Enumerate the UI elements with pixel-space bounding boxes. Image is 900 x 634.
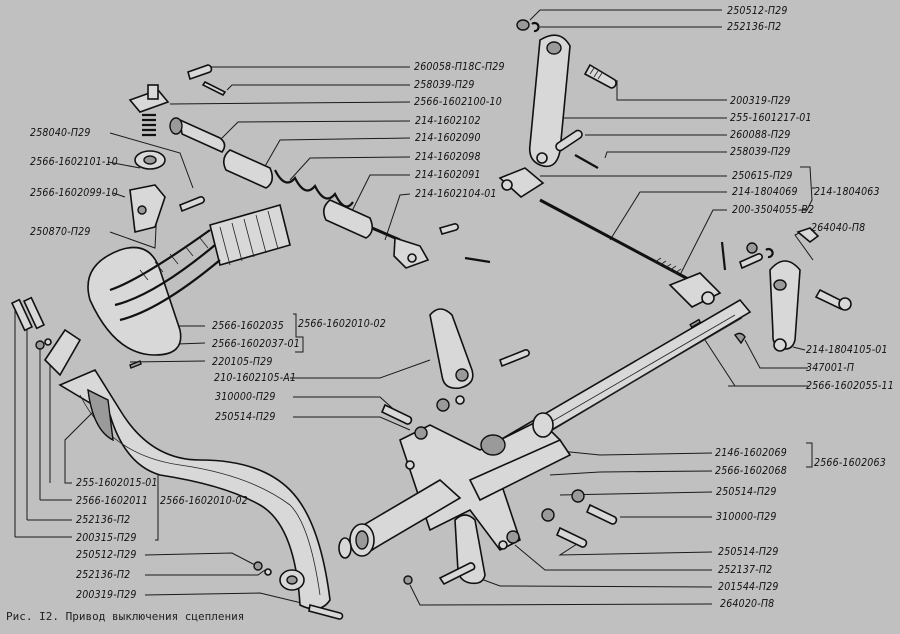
figure-caption: Рис. I2. Привод выключения сцепления (6, 610, 245, 623)
part-label: 214-1602090 (415, 132, 481, 144)
part-label: 310000-П29 (716, 511, 777, 523)
upper-lever (516, 19, 617, 169)
part-label: 250514-П29 (215, 411, 276, 423)
part-label: 2566-1602100-10 (414, 96, 502, 108)
part-label: 252136-П2 (76, 514, 131, 526)
lower-right-lever (733, 260, 852, 352)
assembly-label: 2566-1602010-02 (298, 318, 386, 330)
center-lever (429, 308, 530, 412)
part-label: 2566-1602011 (76, 495, 148, 507)
part-label: 264040-П8 (811, 222, 866, 234)
part-label: 220105-П29 (212, 356, 273, 368)
part-label: 347001-П (806, 362, 855, 374)
part-label: 264020-П8 (720, 598, 775, 610)
part-label: 214-1804105-01 (806, 344, 888, 356)
part-label: 200319-П29 (730, 95, 791, 107)
part-label: 214-1602098 (415, 151, 481, 163)
part-label: 310000-П29 (215, 391, 276, 403)
part-label: 252136-П2 (76, 569, 131, 581)
spring-bracket (128, 84, 205, 233)
part-label: 252137-П2 (718, 564, 773, 576)
part-label: 255-1601217-01 (730, 112, 812, 124)
part-label: 2566-1602037-01 (212, 338, 300, 350)
part-label: 255-1602015-01 (76, 477, 158, 489)
part-label: 258040-П29 (30, 127, 91, 139)
part-label: 260088-П29 (730, 129, 791, 141)
part-label: 260058-П18С-П29 (414, 61, 505, 73)
part-label: 201544-П29 (718, 581, 779, 593)
part-label: 258039-П29 (730, 146, 791, 158)
clutch-pedal (10, 296, 344, 620)
part-label: 2566-1602101-10 (30, 156, 118, 168)
part-label: 2566-1602035 (212, 320, 284, 332)
part-label: 2566-1602068 (715, 465, 787, 477)
part-label: 252136-П2 (727, 21, 782, 33)
part-label: 210-1602105-А1 (214, 372, 297, 384)
shaft-bracket (338, 412, 572, 585)
part-label: 250870-П29 (30, 226, 91, 238)
part-label: 250512-П29 (76, 549, 137, 561)
part-label: 258039-П29 (414, 79, 475, 91)
part-label: 214-1602091 (415, 169, 481, 181)
part-label: 250514-П29 (716, 486, 777, 498)
part-label: 200315-П29 (76, 532, 137, 544)
part-label: 2146-1602069 (715, 447, 787, 459)
adjusting-rod (498, 167, 820, 308)
part-label: 200319-П29 (76, 589, 137, 601)
fasteners (380, 403, 618, 586)
assembly-label: 214-1804063 (814, 186, 880, 198)
part-label: 214-1804069 (732, 186, 798, 198)
assembly-label: 2566-1602063 (814, 457, 886, 469)
part-label: 214-1602104-01 (415, 188, 497, 200)
part-label: 250512-П29 (727, 5, 788, 17)
part-label: 214-1602102 (415, 115, 481, 127)
rubber-boot (87, 204, 291, 369)
part-label: 250615-П29 (732, 170, 793, 182)
servo-spring-unit (169, 64, 491, 269)
part-label: 2566-1602099-10 (30, 187, 118, 199)
part-label: 200-3504055-В2 (732, 204, 815, 216)
part-label: 2566-1602055-11 (806, 380, 894, 392)
assembly-label: 2566-1602010-02 (160, 495, 248, 507)
leader-lines (14, 9, 815, 606)
part-label: 250514-П29 (718, 546, 779, 558)
